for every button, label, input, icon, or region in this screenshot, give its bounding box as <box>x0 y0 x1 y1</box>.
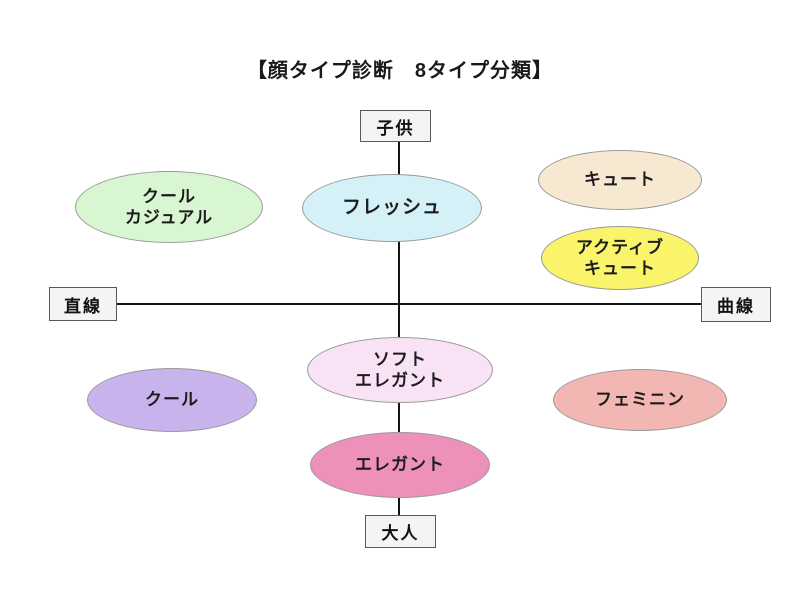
axis-label-child: 子供 <box>360 110 431 142</box>
type-ellipse-cool: クール <box>87 368 257 432</box>
type-ellipse-cute: キュート <box>538 150 702 210</box>
axis-label-straight: 直線 <box>49 287 117 321</box>
type-ellipse-soft-elegant: ソフト エレガント <box>307 337 493 403</box>
type-ellipse-active-cute: アクティブ キュート <box>541 226 699 290</box>
axis-label-curved: 曲線 <box>701 287 771 322</box>
type-ellipse-elegant: エレガント <box>310 432 490 498</box>
type-label-cute: キュート <box>584 170 656 190</box>
horizontal-axis-line <box>116 303 702 305</box>
type-label-active-cute: アクティブ キュート <box>575 237 665 278</box>
diagram-title: 【顔タイプ診断 8タイプ分類】 <box>246 60 554 82</box>
type-label-feminine: フェミニン <box>595 390 685 410</box>
type-ellipse-feminine: フェミニン <box>553 369 727 431</box>
type-label-cool-casual: クール カジュアル <box>124 186 214 227</box>
axis-label-adult: 大人 <box>365 515 436 548</box>
type-ellipse-cool-casual: クール カジュアル <box>75 171 263 243</box>
type-label-fresh: フレッシュ <box>341 197 442 219</box>
type-label-elegant: エレガント <box>355 455 445 475</box>
type-ellipse-fresh: フレッシュ <box>302 174 482 242</box>
type-label-soft-elegant: ソフト エレガント <box>355 349 445 390</box>
vertical-axis-line <box>398 141 400 517</box>
type-label-cool: クール <box>145 390 199 410</box>
